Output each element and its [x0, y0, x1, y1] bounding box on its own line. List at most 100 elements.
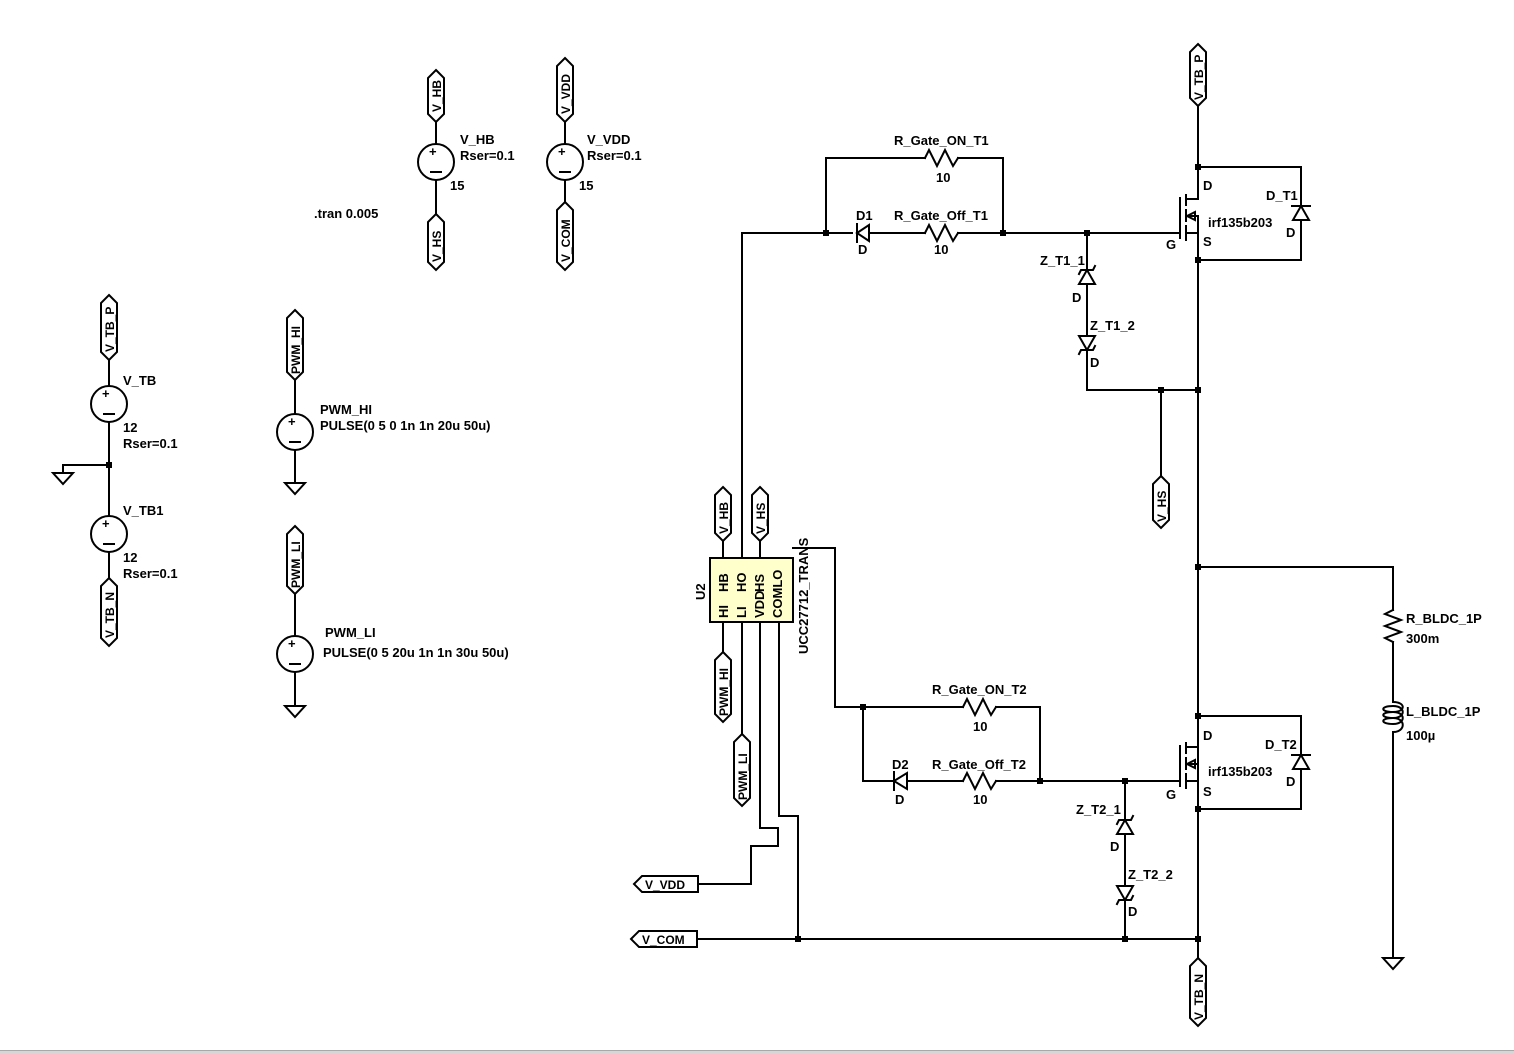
mosfet-t2[interactable] [1179, 742, 1199, 789]
net-label-v-tb-p: V_TB_P [1192, 55, 1206, 100]
net-label-pwm-hi: PWM_HI [289, 326, 303, 374]
source-v-vdd[interactable]: V_VDD + V_COM V_VDD Rser=0.1 15 [546, 56, 642, 272]
net-label-pwm-li: PWM_LI [289, 541, 303, 588]
z-t2-1-name: Z_T2_1 [1076, 802, 1121, 817]
d-t2-model: D [1286, 774, 1295, 789]
mosfet-t1[interactable] [1179, 194, 1199, 241]
t2-g-pin: G [1166, 787, 1176, 802]
source-name: V_VDD [587, 132, 630, 147]
d1-name: D1 [856, 208, 873, 223]
pin-ho: HO [734, 573, 749, 593]
z-t1-2-name: Z_T1_2 [1090, 318, 1135, 333]
t2-d-pin: D [1203, 728, 1212, 743]
zener-z-t2-1[interactable] [1115, 814, 1135, 835]
pin-hs: HS [752, 574, 767, 592]
source-rser: Rser=0.1 [460, 148, 515, 163]
source-pwm-li[interactable]: PWM_LI + PWM_LI PULSE(0 5 20u 1n 1n 30u … [276, 524, 509, 719]
svg-text:+: + [102, 516, 110, 531]
source-name: PWM_LI [325, 625, 376, 640]
svg-text:+: + [558, 144, 566, 159]
t2-s-pin: S [1203, 784, 1212, 799]
net-label-v-tb-n: V_TB_N [103, 592, 117, 638]
pin-comlo: COMLO [770, 570, 785, 618]
z-t1-1-model: D [1072, 290, 1081, 305]
source-value: 12 [123, 550, 137, 565]
source-rser: Rser=0.1 [123, 436, 178, 451]
net-label-v-vdd: V_VDD [559, 74, 573, 114]
ground-icon [282, 705, 308, 719]
resistor-r-gate-on-t2[interactable] [961, 696, 998, 718]
spice-directive[interactable]: .tran 0.005 [314, 206, 378, 221]
source-rser: Rser=0.1 [587, 148, 642, 163]
svg-text:+: + [288, 414, 296, 429]
d-t1-model: D [1286, 225, 1295, 240]
zener-z-t1-1[interactable] [1077, 264, 1097, 285]
net-label-v-tb-p: V_TB_P [103, 307, 117, 352]
driver-ic-u2[interactable]: HB HO HS HI LI VDD COMLO U2 UCC27712_TRA… [693, 537, 811, 654]
source-value: PULSE(0 5 0 1n 1n 20u 50u) [320, 418, 491, 433]
resistor-r-gate-off-t1[interactable] [923, 222, 960, 244]
r-on-t1-value: 10 [936, 170, 950, 185]
r-off-t2-name: R_Gate_Off_T2 [932, 757, 1026, 772]
ground-icon [282, 482, 308, 496]
r-bldc-value: 300m [1406, 631, 1439, 646]
z-t1-1-name: Z_T1_1 [1040, 253, 1085, 268]
net-label-v-hb: V_HB [717, 502, 731, 534]
d1-model: D [858, 242, 867, 257]
r-off-t1-value: 10 [934, 242, 948, 257]
port-v-com: V_COM [642, 933, 685, 947]
svg-text:+: + [288, 636, 296, 651]
driver-part: UCC27712_TRANS [796, 537, 811, 654]
t1-d-pin: D [1203, 178, 1212, 193]
driver-ref: U2 [693, 583, 708, 600]
z-t2-2-name: Z_T2_2 [1128, 867, 1173, 882]
pin-hb: HB [716, 573, 731, 592]
r-on-t1-name: R_Gate_ON_T1 [894, 133, 989, 148]
t2-model: irf135b203 [1208, 764, 1272, 779]
net-label-v-hs: V_HS [1155, 491, 1169, 522]
r-on-t2-name: R_Gate_ON_T2 [932, 682, 1027, 697]
source-name: V_HB [460, 132, 495, 147]
diode-d2[interactable] [892, 771, 908, 791]
r-bldc-name: R_BLDC_1P [1406, 611, 1482, 626]
source-v-tb1[interactable]: + V_TB_N V_TB1 12 Rser=0.1 [90, 503, 178, 648]
resistor-r-bldc-1p[interactable] [1382, 608, 1404, 644]
source-value: 12 [123, 420, 137, 435]
source-rser: Rser=0.1 [123, 566, 178, 581]
pin-li: LI [734, 606, 749, 618]
r-off-t1-name: R_Gate_Off_T1 [894, 208, 988, 223]
port-v-vdd: V_VDD [645, 878, 685, 892]
ground-icon [1380, 957, 1406, 971]
resistor-r-gate-on-t1[interactable] [923, 147, 960, 169]
source-value: 15 [450, 178, 464, 193]
source-value: PULSE(0 5 20u 1n 1n 30u 50u) [323, 645, 509, 660]
t1-s-pin: S [1203, 234, 1212, 249]
net-label-v-tb-n: V_TB_N [1192, 974, 1206, 1020]
z-t1-2-model: D [1090, 355, 1099, 370]
diode-d-t2[interactable] [1291, 752, 1311, 770]
r-on-t2-value: 10 [973, 719, 987, 734]
d2-name: D2 [892, 757, 909, 772]
l-bldc-name: L_BLDC_1P [1406, 704, 1481, 719]
t1-g-pin: G [1166, 237, 1176, 252]
net-label-v-hs: V_HS [754, 503, 768, 534]
pin-hi: HI [716, 605, 731, 618]
source-v-tb[interactable]: V_TB_P + V_TB 12 Rser=0.1 [90, 293, 178, 516]
diode-d-t1[interactable] [1291, 203, 1311, 221]
d-t2-name: D_T2 [1265, 737, 1297, 752]
source-v-hb[interactable]: V_HB + V_HS V_HB Rser=0.1 15 [417, 68, 515, 272]
net-label-pwm-hi: PWM_HI [717, 668, 731, 716]
net-label-v-hs: V_HS [430, 231, 444, 262]
source-pwm-hi[interactable]: PWM_HI + PWM_HI PULSE(0 5 0 1n 1n 20u 50… [276, 308, 491, 496]
net-label-pwm-li: PWM_LI [736, 753, 750, 800]
svg-text:+: + [429, 144, 437, 159]
net-label-v-com: V_COM [559, 219, 573, 262]
resistor-r-gate-off-t2[interactable] [961, 770, 998, 792]
d2-model: D [895, 792, 904, 807]
t1-model: irf135b203 [1208, 215, 1272, 230]
d-t1-name: D_T1 [1266, 188, 1298, 203]
diode-d1[interactable] [855, 223, 870, 243]
window-bottom-edge [0, 1050, 1514, 1054]
inductor-l-bldc-1p[interactable] [1382, 700, 1404, 734]
